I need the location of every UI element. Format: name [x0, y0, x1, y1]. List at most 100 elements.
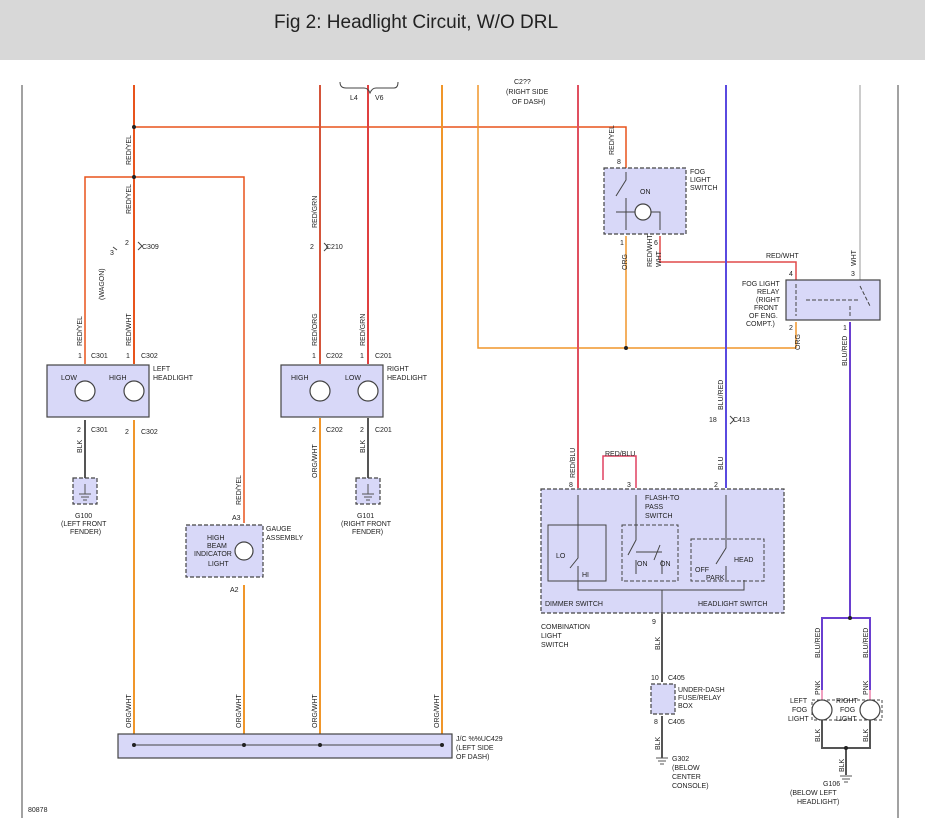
pin-3-relay: 3	[851, 271, 855, 278]
label-jc-3: OF DASH)	[456, 754, 489, 761]
pin-9-combo: 9	[652, 619, 656, 626]
headlight-switch	[690, 538, 765, 582]
label-blk-rfog: BLK	[863, 728, 870, 742]
label-left-headlight-1: LEFT	[153, 366, 171, 373]
label-c301-top: C301	[91, 353, 108, 360]
label-right-headlight-1: RIGHT	[387, 366, 410, 373]
label-top-center-3: OF DASH)	[512, 99, 545, 106]
label-red-org: RED/ORG	[312, 313, 319, 346]
pin-8-fog: 8	[617, 159, 621, 166]
label-off: OFF	[695, 567, 709, 574]
relay-internal	[795, 284, 871, 316]
pin-4-relay: 4	[789, 271, 793, 278]
label-relay-5: OF ENG.	[749, 313, 778, 320]
splice-dot	[844, 746, 848, 750]
label-left-headlight-2: HEADLIGHT	[153, 375, 194, 382]
right-fog-bulb	[859, 699, 881, 721]
pin-3-c309: 3	[110, 250, 114, 257]
left-low-bulb	[74, 380, 96, 402]
label-left-low: LOW	[61, 375, 77, 382]
label-c302-bot: C302	[141, 429, 158, 436]
pin-18-c413: 18	[709, 417, 717, 424]
label-flash-1: FLASH-TO	[645, 495, 680, 502]
pin-6-fog: 6	[654, 240, 658, 247]
label-high-beam-1: HIGH	[207, 535, 225, 542]
pin-1-c201-top: 1	[360, 353, 364, 360]
label-high-beam-4: LIGHT	[208, 561, 229, 568]
label-right-headlight-2: HEADLIGHT	[387, 375, 428, 382]
headlight-circuit-diagram: L4 V6 C2?? (RIGHT SIDE OF DASH) RED/YEL …	[21, 79, 899, 818]
label-red-grn-2: RED/GRN	[360, 314, 367, 346]
jc-dot	[318, 743, 322, 747]
label-head: HEAD	[734, 557, 753, 564]
label-fog-switch-1: FOG	[690, 169, 705, 176]
label-red-yel-fog: RED/YEL	[609, 125, 616, 155]
junction-connector	[117, 733, 453, 759]
label-flash-on-1: ON	[637, 561, 648, 568]
label-right-low: LOW	[345, 375, 361, 382]
label-blu: BLU	[718, 456, 725, 470]
figure-header: Fig 2: Headlight Circuit, W/O DRL	[0, 0, 925, 60]
ground-g302-symbol	[656, 757, 668, 765]
label-flash-3: SWITCH	[645, 513, 673, 520]
fog-light-switch	[603, 167, 687, 235]
label-g302-3: CENTER	[672, 774, 701, 781]
label-underdash-1: UNDER-DASH	[678, 687, 725, 694]
jc-dot	[242, 743, 246, 747]
label-relay-1: FOG LIGHT	[742, 281, 780, 288]
label-a2: A2	[230, 587, 239, 594]
headlight-contact	[715, 495, 727, 580]
label-l4: L4	[350, 95, 358, 102]
label-red-yel-3: RED/YEL	[77, 316, 84, 346]
splice-dot	[132, 125, 136, 129]
label-relay-6: COMPT.)	[746, 321, 775, 328]
label-right-fog-2: FOG	[840, 707, 855, 714]
label-blu-red-relay: BLU/RED	[842, 336, 849, 366]
dimmer-switch	[547, 524, 607, 582]
label-dimmer-switch: DIMMER SWITCH	[545, 601, 603, 608]
label-g106-2: (BELOW LEFT	[790, 790, 837, 797]
connector-c210	[323, 242, 329, 252]
l4-v6-brace	[339, 81, 399, 95]
label-v6: V6	[375, 95, 384, 102]
label-c405-bot: C405	[668, 719, 685, 726]
wire-org-top	[477, 85, 796, 349]
label-blk-left: BLK	[77, 439, 84, 453]
label-a3: A3	[232, 515, 241, 522]
label-combo-2: LIGHT	[541, 633, 562, 640]
label-org-wht-1: ORG/WHT	[126, 693, 133, 728]
dimmer-contact	[569, 495, 579, 580]
label-red-grn: RED/GRN	[312, 196, 319, 228]
left-high-bulb	[123, 380, 145, 402]
flash-to-pass-switch	[621, 524, 679, 582]
label-c405-top: C405	[668, 675, 685, 682]
fog-light-housing	[811, 699, 883, 721]
connector-c413	[729, 415, 735, 425]
label-blk-right: BLK	[360, 439, 367, 453]
label-jc-2: (LEFT SIDE	[456, 745, 494, 752]
label-flash-2: PASS	[645, 504, 663, 511]
pin-1-c202-top: 1	[312, 353, 316, 360]
jc-dot	[132, 743, 136, 747]
label-combo-1: COMBINATION	[541, 624, 590, 631]
pin-3-combo: 3	[627, 482, 631, 489]
label-wht-relay: WHT	[851, 249, 858, 266]
fog-switch-lamp	[634, 203, 652, 221]
label-c413: C413	[733, 417, 750, 424]
label-g302-4: CONSOLE)	[672, 783, 709, 790]
splice-dot	[624, 346, 628, 350]
label-g101-2: (RIGHT FRONT	[341, 521, 392, 528]
label-jc-1: J/C %%UC429	[456, 736, 503, 743]
label-left-fog-1: LEFT	[790, 698, 808, 705]
label-hi: HI	[582, 572, 589, 579]
connector-c309	[112, 241, 143, 251]
wire-red-wht-relay	[659, 236, 797, 280]
wire-red-yel-fog	[134, 126, 627, 168]
label-g100-1: G100	[75, 513, 92, 520]
wire-red-yel-left	[84, 176, 134, 364]
wire-blu-red	[821, 322, 851, 690]
label-pnk-l: PNK	[815, 680, 822, 695]
label-left-fog-2: FOG	[792, 707, 807, 714]
label-underdash-2: FUSE/RELAY	[678, 695, 721, 702]
label-g302-2: (BELOW	[672, 765, 700, 772]
